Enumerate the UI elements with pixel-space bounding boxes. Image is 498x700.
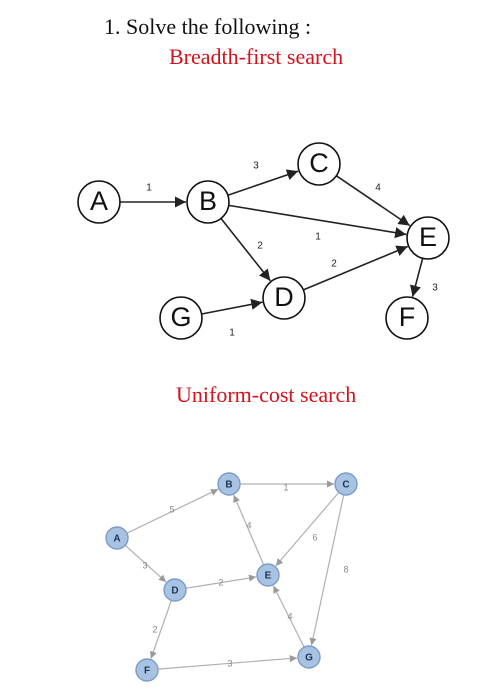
bfs-node-circle [159, 296, 203, 340]
bfs-node-label: F [399, 302, 416, 332]
ucs-node-circle [163, 578, 187, 602]
ucs-edges: 5 1 3 4 6 8 2 4 2 3 [124, 480, 349, 670]
ucs-edge-g-e [272, 585, 305, 648]
ucs-edge-d-f [149, 600, 172, 659]
ucs-node-circle [217, 472, 241, 496]
ucs-node-circle [135, 658, 159, 682]
bfs-node-label: C [309, 148, 329, 178]
ucs-edge-d-e [185, 574, 257, 589]
ucs-weight-a-b: 5 [169, 504, 174, 514]
bfs-node-label: B [199, 186, 217, 216]
bfs-node-circle [262, 276, 306, 320]
bfs-edge-c-e [335, 175, 411, 227]
bfs-edge-b-c [227, 169, 299, 196]
bfs-edge-b-e [228, 204, 407, 239]
ucs-weight-c-e: 6 [312, 532, 317, 542]
bfs-edge-b-d [220, 217, 271, 282]
ucs-node-d: D [163, 578, 187, 602]
bfs-weight-b-e: 1 [315, 232, 321, 243]
bfs-weight-d-e: 2 [331, 259, 337, 270]
ucs-edge-f-g [157, 654, 298, 670]
bfs-weight-a-b: 1 [146, 183, 152, 194]
bfs-weight-e-f: 3 [432, 283, 438, 294]
ucs-edge-c-g [309, 494, 345, 646]
bfs-node-a: A [77, 180, 121, 224]
bfs-node-label: E [419, 222, 437, 252]
ucs-node-label: A [113, 534, 120, 545]
bfs-node-label: D [274, 282, 294, 312]
bfs-node-circle [77, 180, 121, 224]
bfs-edges: 1 3 4 1 2 2 3 1 [120, 161, 438, 339]
ucs-edge-a-b [126, 488, 219, 534]
bfs-node-g: G [159, 296, 203, 340]
ucs-node-label: D [171, 586, 178, 597]
bfs-node-label: G [170, 302, 191, 332]
problem-heading: 1. Solve the following : [104, 14, 312, 39]
ucs-node-label: E [265, 571, 272, 582]
bfs-weight-c-e: 4 [375, 183, 381, 194]
ucs-weight-a-d: 3 [142, 560, 147, 570]
bfs-title: Breadth-first search [169, 44, 344, 69]
bfs-node-b: B [186, 180, 230, 224]
bfs-edge-d-e [303, 245, 409, 291]
ucs-graph: 5 1 3 4 6 8 2 4 2 3 A B C D E F G [105, 472, 358, 682]
ucs-node-e: E [256, 563, 280, 587]
bfs-weight-b-d: 2 [257, 241, 263, 252]
ucs-title: Uniform-cost search [176, 382, 357, 407]
ucs-node-g: G [297, 645, 321, 669]
bfs-node-d: D [262, 276, 306, 320]
ucs-node-circle [105, 526, 129, 550]
ucs-edge-a-d [124, 544, 167, 583]
ucs-node-c: C [334, 472, 358, 496]
ucs-node-circle [256, 563, 280, 587]
bfs-weight-g-d: 1 [229, 328, 235, 339]
bfs-node-circle [186, 180, 230, 224]
bfs-node-label: A [90, 186, 108, 216]
bfs-node-f: F [385, 296, 429, 340]
ucs-node-circle [334, 472, 358, 496]
ucs-node-label: C [342, 480, 349, 491]
ucs-node-b: B [217, 472, 241, 496]
ucs-weight-b-c: 1 [283, 482, 288, 492]
bfs-node-c: C [297, 142, 341, 186]
bfs-edge-g-d [201, 298, 263, 315]
bfs-node-circle [385, 296, 429, 340]
ucs-node-label: F [144, 666, 150, 677]
ucs-weight-f-g: 3 [227, 658, 232, 668]
ucs-node-f: F [135, 658, 159, 682]
bfs-edge-e-f [410, 258, 424, 297]
ucs-node-circle [297, 645, 321, 669]
ucs-edge-e-b [233, 494, 265, 566]
bfs-node-circle [297, 142, 341, 186]
ucs-edge-c-e [275, 491, 340, 567]
ucs-node-label: G [305, 653, 313, 664]
bfs-weight-b-c: 3 [253, 161, 259, 172]
ucs-weight-d-e: 2 [218, 577, 223, 587]
ucs-node-label: B [225, 480, 232, 491]
ucs-weight-e-b: 4 [246, 520, 251, 530]
ucs-node-a: A [105, 526, 129, 550]
bfs-graph: 1 3 4 1 2 2 3 1 A B C D E F G [77, 142, 450, 340]
bfs-node-e: E [406, 216, 450, 260]
ucs-weight-g-e: 4 [287, 611, 292, 621]
ucs-weight-c-g: 8 [343, 564, 348, 574]
bfs-node-circle [406, 216, 450, 260]
ucs-weight-d-f: 2 [152, 624, 157, 634]
